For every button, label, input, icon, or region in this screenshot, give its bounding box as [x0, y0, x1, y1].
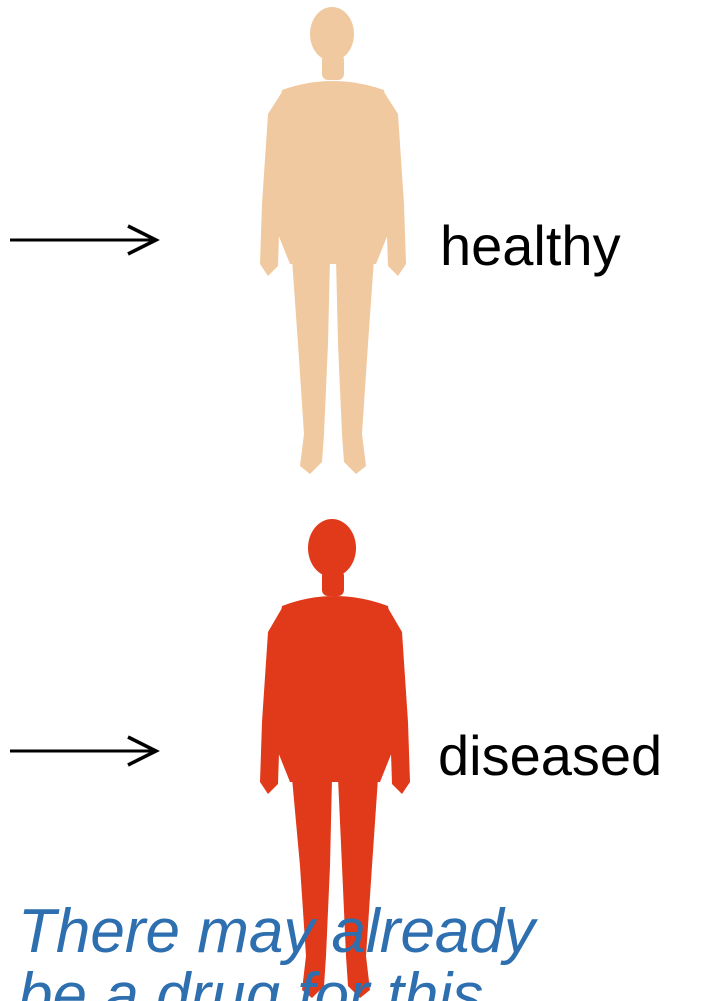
caption-text: There may already be a drug for this: [0, 900, 705, 1001]
healthy-human-silhouette-icon: [248, 4, 418, 484]
right-arrow-icon: [10, 220, 160, 260]
diseased-label: diseased: [438, 728, 662, 784]
caption-line-1: There may already: [18, 900, 705, 964]
right-arrow-icon: [10, 731, 160, 771]
caption-line-2: be a drug for this: [18, 964, 705, 1001]
healthy-label: healthy: [440, 218, 621, 274]
